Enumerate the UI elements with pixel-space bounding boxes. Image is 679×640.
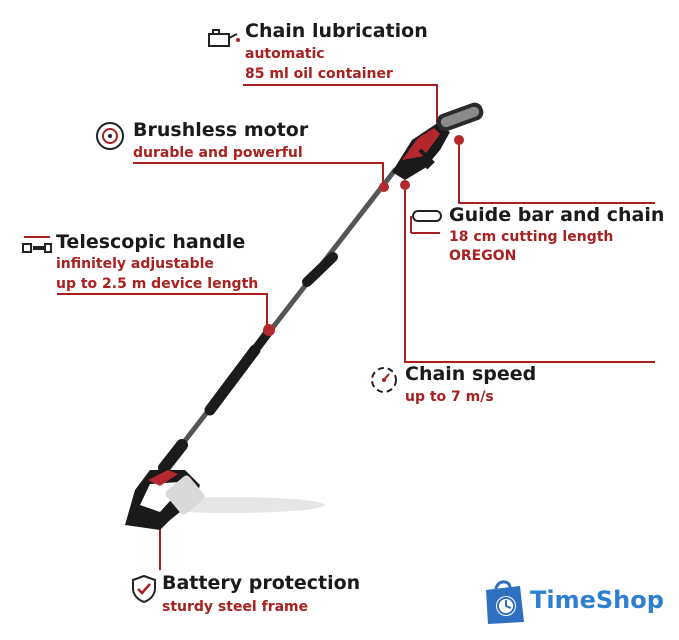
shopping-bag-clock-icon xyxy=(486,580,524,624)
saw-head xyxy=(392,102,484,190)
feature-detail: up to 2.5 m device length xyxy=(56,276,259,292)
speedometer-icon xyxy=(371,367,397,393)
feature-detail: durable and powerful xyxy=(133,145,303,161)
chain-bar-icon xyxy=(412,210,442,222)
feature-title: Battery protection xyxy=(162,572,361,594)
leader-lines xyxy=(57,84,655,570)
feature-detail: automatic xyxy=(245,46,325,62)
feature-detail: up to 7 m/s xyxy=(405,389,494,405)
feature-title: Guide bar and chain xyxy=(449,204,665,226)
feature-detail: sturdy steel frame xyxy=(162,599,309,615)
telescopic-pole xyxy=(158,167,398,474)
feature-title: Chain speed xyxy=(405,363,537,385)
feature-title: Brushless motor xyxy=(133,119,309,141)
feature-detail: infinitely adjustable xyxy=(56,256,214,272)
feature-detail: OREGON xyxy=(449,248,517,264)
rear-handle xyxy=(125,470,205,530)
logo-text: TimeShop xyxy=(530,586,664,614)
feature-detail: 85 ml oil container xyxy=(245,66,393,82)
timeshop-logo: TimeShop xyxy=(480,572,670,628)
telescopic-icon xyxy=(22,236,52,253)
feature-title: Telescopic handle xyxy=(56,231,246,253)
oil-can-icon xyxy=(208,29,240,47)
feature-detail: 18 cm cutting length xyxy=(449,229,614,245)
feature-title: Chain lubrication xyxy=(245,20,428,42)
motor-icon xyxy=(96,122,124,150)
shield-check-icon xyxy=(132,574,156,604)
